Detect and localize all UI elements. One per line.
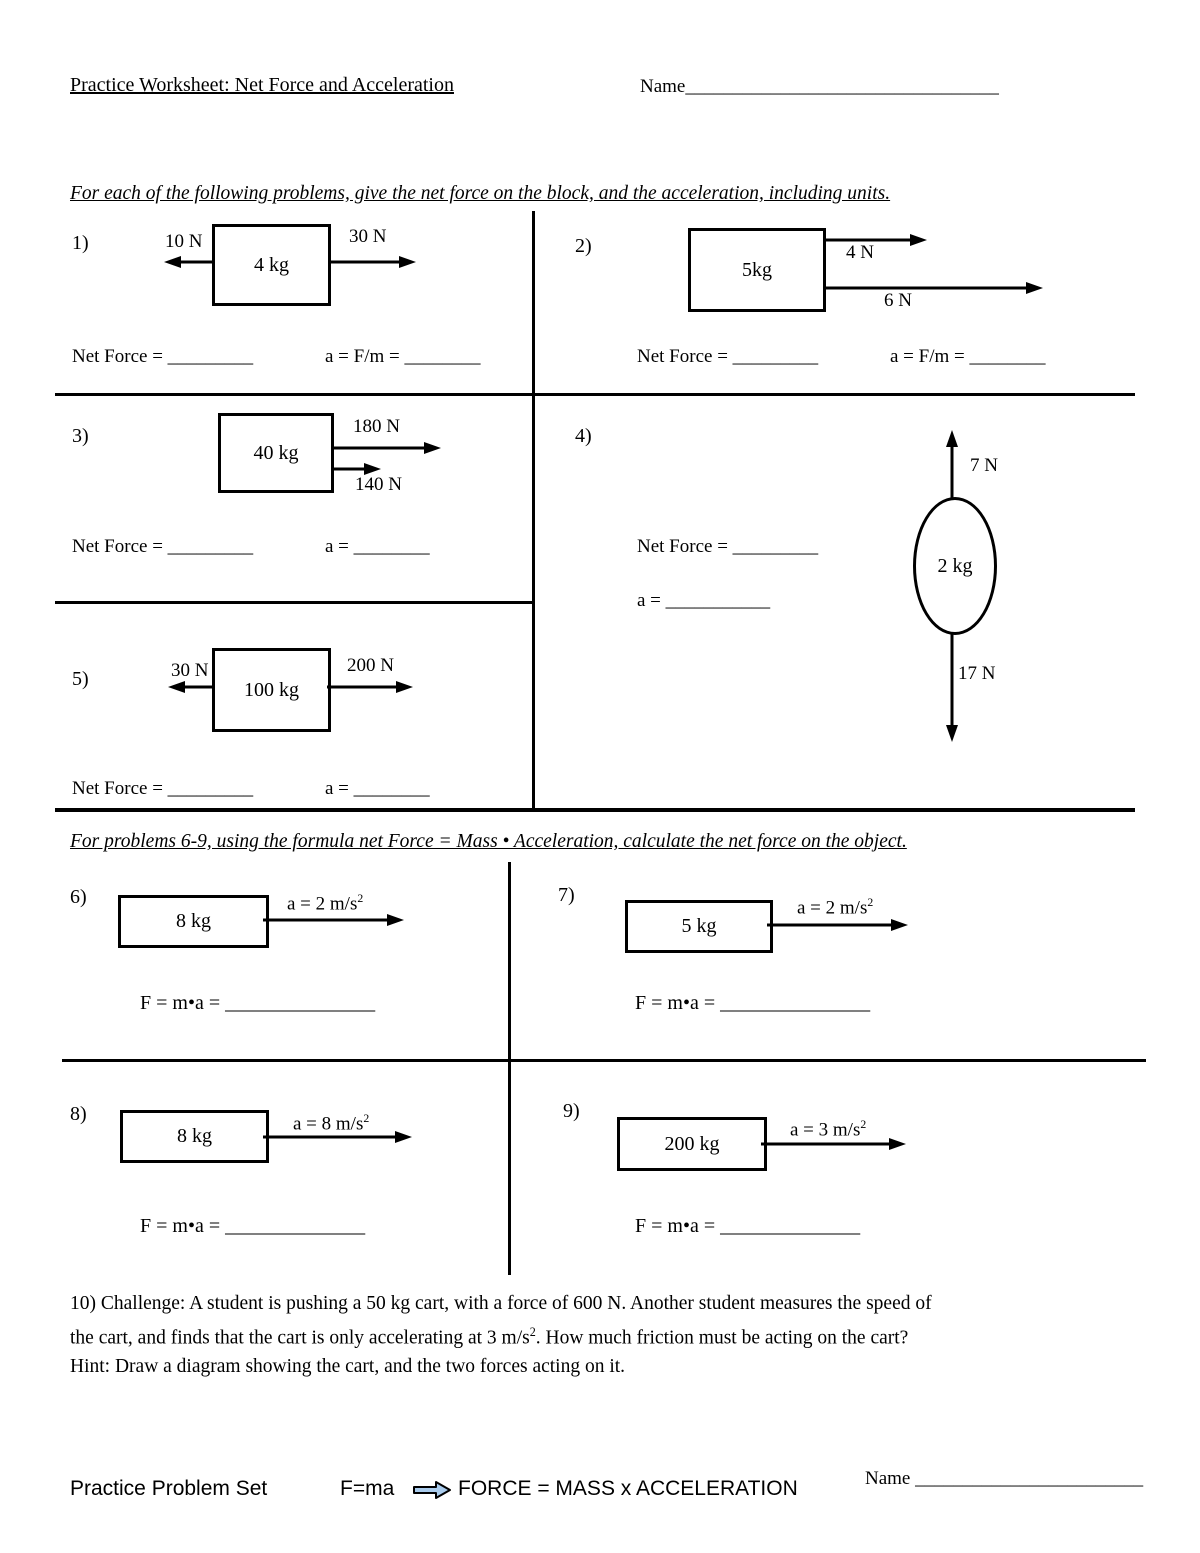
problem4-force-up-label: 7 N <box>970 455 998 476</box>
problem2-number: 2) <box>575 235 592 257</box>
problem2-force-bottom-label: 6 N <box>884 290 912 311</box>
problem3-mass-block: 40 kg <box>218 413 334 493</box>
problem1-mass-label: 4 kg <box>254 253 289 276</box>
problem5-acceleration-blank: a = ________ <box>325 778 430 799</box>
problem8-formula-blank: F = m•a = ______________ <box>140 1215 366 1237</box>
problem8-acceleration-text: a = 8 m/s <box>293 1113 364 1135</box>
problem3-number: 3) <box>72 425 89 447</box>
problem3-force-top-label: 180 N <box>353 416 400 437</box>
divider-vertical-sec1 <box>532 211 535 810</box>
problem9-acceleration-text: a = 3 m/s <box>790 1119 861 1141</box>
page-title: Practice Worksheet: Net Force and Accele… <box>70 74 454 96</box>
problem8-acceleration-label: a = 8 m/s2 <box>293 1112 369 1135</box>
problem7-acceleration-text: a = 2 m/s <box>797 897 868 919</box>
challenge-line2-sup: 2 <box>529 1325 536 1339</box>
force-arrow-down-icon <box>946 632 958 742</box>
problem4-mass-label: 2 kg <box>937 554 973 577</box>
problem10-challenge: 10) Challenge: A student is pushing a 50… <box>70 1290 1150 1381</box>
problem4-acceleration-blank: a = ___________ <box>637 590 771 611</box>
challenge-line2: the cart, and finds that the cart is onl… <box>70 1318 1150 1353</box>
problem4-number: 4) <box>575 425 592 447</box>
problem5-force-right-label: 200 N <box>347 655 394 676</box>
problem8-mass-block: 8 kg <box>120 1110 269 1163</box>
problem3-mass-label: 40 kg <box>253 441 299 464</box>
footer-formula: F=ma <box>340 1477 395 1500</box>
challenge-line3: Hint: Draw a diagram showing the cart, a… <box>70 1355 626 1377</box>
problem2-net-force-blank: Net Force = _________ <box>637 346 819 367</box>
problem9-acceleration-sup: 2 <box>860 1118 867 1131</box>
problem5-number: 5) <box>72 668 89 690</box>
problem6-acceleration-sup: 2 <box>357 892 364 905</box>
implies-arrow-icon <box>413 1481 451 1499</box>
problem3-force-bottom-label: 140 N <box>355 474 402 495</box>
acceleration-arrow-icon <box>263 1131 412 1143</box>
problem6-formula-blank: F = m•a = _______________ <box>140 992 376 1014</box>
problem9-mass-label: 200 kg <box>664 1132 720 1155</box>
problem9-acceleration-label: a = 3 m/s2 <box>790 1118 866 1141</box>
problem6-mass-block: 8 kg <box>118 895 269 948</box>
acceleration-arrow-icon <box>767 919 908 931</box>
problem1-force-right-label: 30 N <box>349 226 387 247</box>
section1-instruction: For each of the following problems, give… <box>70 183 891 204</box>
footer-set-label: Practice Problem Set <box>70 1477 268 1500</box>
force-arrow-right-icon <box>331 463 381 475</box>
divider-vertical-sec2 <box>508 862 511 1275</box>
footer-name-line: Name ________________________ <box>865 1468 1144 1489</box>
problem8-number: 8) <box>70 1103 87 1125</box>
problem2-mass-block: 5kg <box>688 228 826 312</box>
challenge-line2-pre: the cart, and finds that the cart is onl… <box>70 1327 530 1349</box>
problem6-acceleration-label: a = 2 m/s2 <box>287 892 363 915</box>
header-name-line: Name_________________________________ <box>640 76 999 97</box>
problem9-number: 9) <box>563 1100 580 1122</box>
force-arrow-right-icon <box>331 442 441 454</box>
force-arrow-left-icon <box>168 681 212 693</box>
problem4-force-down-label: 17 N <box>958 663 996 684</box>
problem7-acceleration-label: a = 2 m/s2 <box>797 896 873 919</box>
force-arrow-right-icon <box>328 256 416 268</box>
divider-row2-row3-left <box>55 601 535 604</box>
challenge-line1: 10) Challenge: A student is pushing a 50… <box>70 1293 932 1314</box>
problem1-number: 1) <box>72 232 89 254</box>
problem8-acceleration-sup: 2 <box>363 1112 370 1125</box>
footer-statement: FORCE = MASS x ACCELERATION <box>458 1477 798 1500</box>
acceleration-arrow-icon <box>263 914 404 926</box>
problem7-mass-label: 5 kg <box>681 915 717 937</box>
problem7-number: 7) <box>558 884 575 906</box>
force-arrow-right-icon <box>823 234 927 246</box>
problem5-force-left-label: 30 N <box>171 660 209 681</box>
problem4-net-force-blank: Net Force = _________ <box>637 536 819 557</box>
problem9-mass-block: 200 kg <box>617 1117 767 1171</box>
divider-row67-row89 <box>62 1059 1146 1062</box>
problem1-mass-block: 4 kg <box>212 224 331 306</box>
problem5-mass-block: 100 kg <box>212 648 331 732</box>
problem8-mass-label: 8 kg <box>177 1125 212 1147</box>
section2-instruction: For problems 6-9, using the formula net … <box>70 831 907 852</box>
problem7-acceleration-sup: 2 <box>867 896 874 909</box>
problem9-formula-blank: F = m•a = ______________ <box>635 1215 861 1237</box>
problem2-acceleration-blank: a = F/m = ________ <box>890 346 1046 367</box>
problem7-mass-block: 5 kg <box>625 900 773 953</box>
problem6-acceleration-text: a = 2 m/s <box>287 893 358 915</box>
acceleration-arrow-icon <box>761 1138 906 1150</box>
divider-row1-row2 <box>55 393 1135 396</box>
problem1-acceleration-blank: a = F/m = ________ <box>325 346 481 367</box>
problem3-net-force-blank: Net Force = _________ <box>72 536 254 557</box>
problem4-mass-ellipse: 2 kg <box>913 497 997 635</box>
problem1-net-force-blank: Net Force = _________ <box>72 346 254 367</box>
force-arrow-up-icon <box>946 430 958 498</box>
challenge-line2-post: . How much friction must be acting on th… <box>535 1327 909 1349</box>
force-arrow-left-icon <box>164 256 212 268</box>
problem7-formula-blank: F = m•a = _______________ <box>635 992 871 1014</box>
divider-sec1-bottom <box>55 808 1135 812</box>
force-arrow-right-icon <box>327 681 413 693</box>
problem2-force-top-label: 4 N <box>846 242 874 263</box>
problem5-mass-label: 100 kg <box>244 678 299 701</box>
force-arrow-right-icon <box>823 282 1043 294</box>
problem2-mass-label: 5kg <box>742 258 772 281</box>
problem6-mass-label: 8 kg <box>176 910 211 932</box>
problem3-acceleration-blank: a = ________ <box>325 536 430 557</box>
problem6-number: 6) <box>70 886 87 908</box>
problem1-force-left-label: 10 N <box>165 231 203 252</box>
problem5-net-force-blank: Net Force = _________ <box>72 778 254 799</box>
